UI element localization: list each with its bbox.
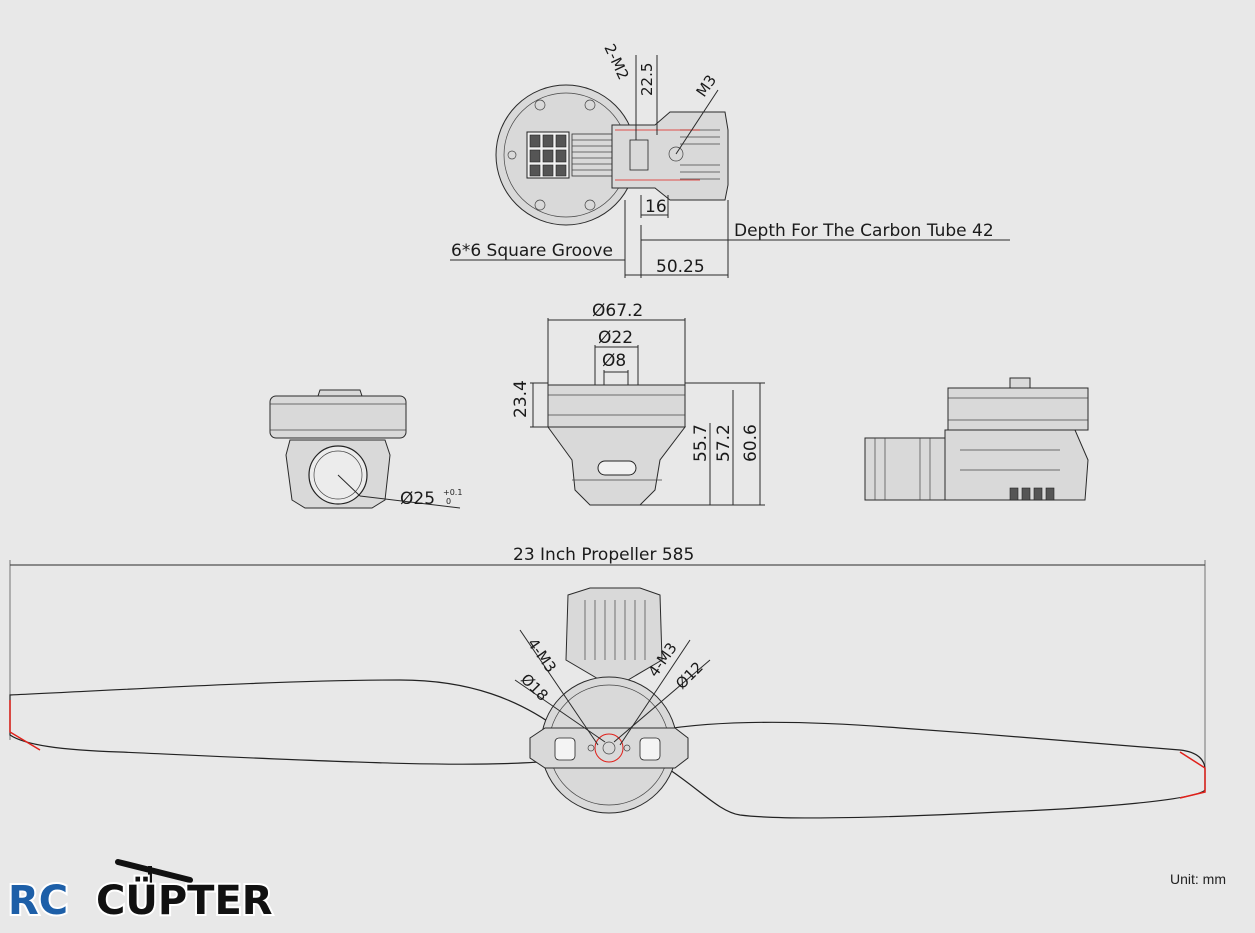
label-57-2: 57.2 (714, 424, 734, 462)
front-view (530, 318, 765, 506)
label-d18: Ø18 (517, 670, 552, 705)
label-depth-carbon-tube: Depth For The Carbon Tube 42 (734, 221, 994, 241)
logo-rc-text: RC (8, 878, 68, 924)
label-d25: Ø25 (400, 489, 435, 509)
label-50-25: 50.25 (656, 257, 705, 277)
vent-grid (526, 131, 613, 179)
unit-label: Unit: mm (1170, 871, 1226, 887)
label-60-6: 60.6 (741, 424, 761, 462)
label-propeller: 23 Inch Propeller 585 (513, 545, 694, 565)
side-view-right (864, 377, 1089, 501)
label-d25-tolerance-lower: 0 (446, 497, 451, 506)
label-d67-2: Ø67.2 (592, 301, 643, 321)
rc-copter-logo: RC CÜPTER (6, 859, 275, 926)
label-square-groove: 6*6 Square Groove (451, 241, 613, 261)
label-d22: Ø22 (598, 328, 633, 348)
label-23-4: 23.4 (511, 380, 531, 418)
label-m3: M3 (693, 72, 721, 101)
label-2m2: 2-M2 (600, 41, 632, 83)
label-22-5: 22.5 (638, 63, 656, 96)
top-view (450, 55, 1010, 278)
label-16: 16 (645, 197, 667, 217)
logo-copter-text: CÜPTER (96, 876, 273, 924)
label-d25-tolerance-upper: +0.1 (443, 488, 462, 497)
label-d8: Ø8 (602, 351, 626, 371)
side-view-left (269, 389, 461, 509)
label-55-7: 55.7 (691, 424, 711, 462)
propeller-view (9, 560, 1206, 819)
